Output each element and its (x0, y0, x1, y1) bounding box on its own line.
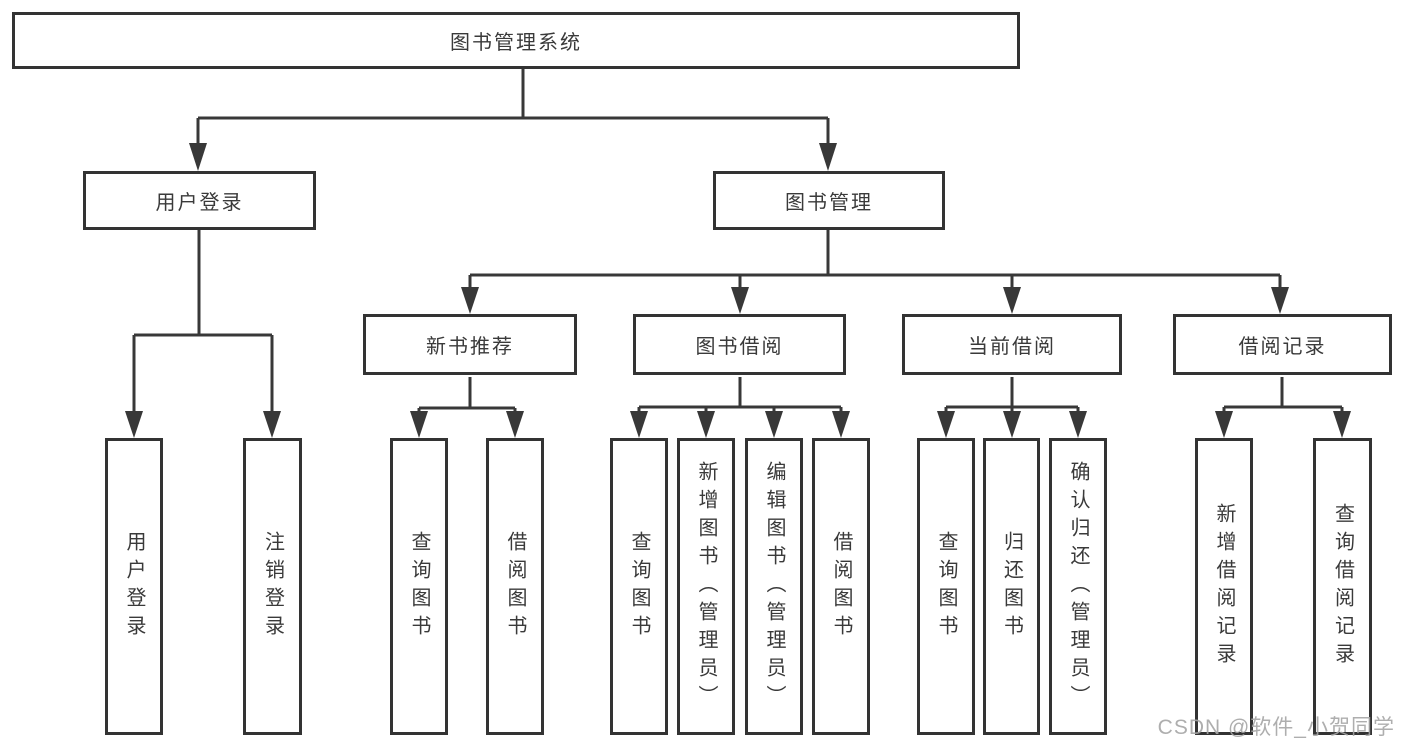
leaf-recommend-borrow-books-label: 借阅图书 (504, 530, 526, 643)
leaf-current-query-books: 查询图书 (917, 438, 975, 735)
leaf-add-books-admin-label: 新增图书（管理员） (695, 460, 717, 713)
leaf-borrowing-query-books: 查询图书 (610, 438, 668, 735)
leaf-query-borrow-record: 查询借阅记录 (1313, 438, 1372, 735)
leaf-add-borrow-record: 新增借阅记录 (1195, 438, 1253, 735)
leaf-recommend-borrow-books: 借阅图书 (486, 438, 544, 735)
leaf-return-books: 归还图书 (983, 438, 1040, 735)
node-new-book-recommend-label: 新书推荐 (426, 336, 514, 358)
leaf-confirm-return-admin: 确认归还（管理员） (1049, 438, 1107, 735)
leaf-user-login: 用户登录 (105, 438, 163, 735)
leaf-borrowing-borrow-books: 借阅图书 (812, 438, 870, 735)
node-current-borrowing-label: 当前借阅 (968, 336, 1056, 358)
leaf-query-borrow-record-label: 查询借阅记录 (1331, 502, 1354, 671)
leaf-borrowing-query-books-label: 查询图书 (628, 530, 650, 643)
node-current-borrowing: 当前借阅 (902, 314, 1122, 375)
node-user-login: 用户登录 (83, 171, 316, 230)
node-new-book-recommend: 新书推荐 (363, 314, 577, 375)
node-borrowing-records-label: 借阅记录 (1238, 336, 1327, 358)
node-book-management: 图书管理 (713, 171, 945, 230)
node-book-borrowing-label: 图书借阅 (695, 336, 784, 358)
leaf-confirm-return-admin-label: 确认归还（管理员） (1067, 460, 1089, 713)
leaf-current-query-books-label: 查询图书 (935, 530, 957, 643)
node-root-label: 图书管理系统 (450, 32, 582, 54)
leaf-edit-books-admin-label: 编辑图书（管理员） (763, 460, 785, 713)
node-book-management-label: 图书管理 (785, 192, 873, 214)
watermark: CSDN @软件_小贺同学 (1157, 716, 1395, 739)
leaf-logout-label: 注销登录 (261, 530, 284, 643)
leaf-edit-books-admin: 编辑图书（管理员） (745, 438, 803, 735)
node-user-login-label: 用户登录 (155, 192, 244, 214)
leaf-add-borrow-record-label: 新增借阅记录 (1213, 502, 1235, 671)
leaf-user-login-label: 用户登录 (123, 530, 145, 643)
leaf-return-books-label: 归还图书 (1000, 530, 1023, 643)
node-root: 图书管理系统 (12, 12, 1020, 69)
leaf-recommend-query-books-label: 查询图书 (408, 530, 430, 643)
node-book-borrowing: 图书借阅 (633, 314, 846, 375)
leaf-recommend-query-books: 查询图书 (390, 438, 448, 735)
node-borrowing-records: 借阅记录 (1173, 314, 1392, 375)
leaf-borrowing-borrow-books-label: 借阅图书 (830, 530, 852, 643)
leaf-logout: 注销登录 (243, 438, 302, 735)
leaf-add-books-admin: 新增图书（管理员） (677, 438, 735, 735)
